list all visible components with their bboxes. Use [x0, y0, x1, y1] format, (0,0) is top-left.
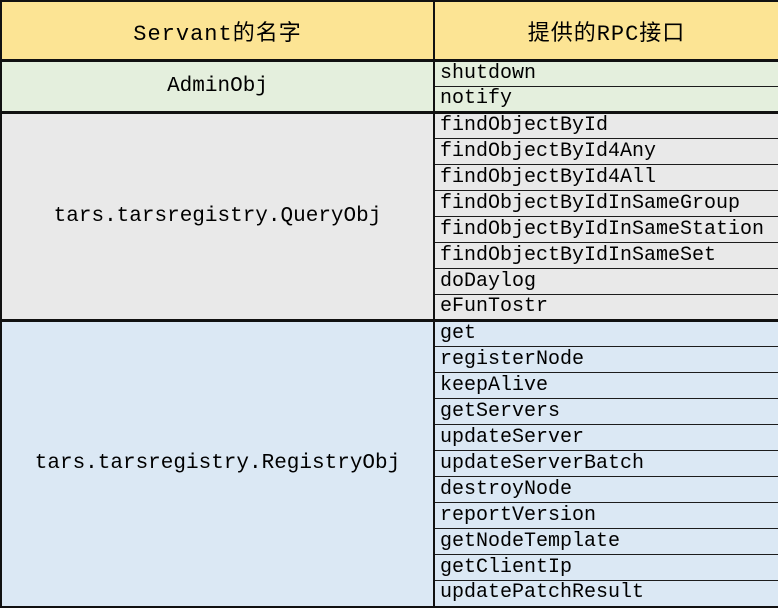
- table-row: eFunTostr: [1, 294, 778, 321]
- rpc-interface-cell: reportVersion: [434, 502, 778, 529]
- servant-name-cell: tars.tarsregistry.QueryObj: [0, 111, 435, 321]
- table-row: doDaylog: [1, 268, 778, 295]
- table-row: updateServer: [1, 424, 778, 451]
- rpc-interface-cell: shutdown: [434, 59, 778, 87]
- table-row: findObjectById4Any: [1, 138, 778, 165]
- table-row: updatePatchResult: [1, 580, 778, 607]
- table-row: getClientIp: [1, 554, 778, 581]
- table-row: updateServerBatch: [1, 450, 778, 477]
- table-row: findObjectByIdInSameGroup: [1, 190, 778, 217]
- rpc-interface-cell: updateServerBatch: [434, 450, 778, 477]
- rpc-interface-cell: get: [434, 319, 778, 347]
- rpc-interface-cell: findObjectByIdInSameGroup: [434, 190, 778, 217]
- rpc-interface-cell: findObjectByIdInSameStation: [434, 216, 778, 243]
- rpc-interface-cell: destroyNode: [434, 476, 778, 503]
- table-row: findObjectByIdInSameStation: [1, 216, 778, 243]
- rpc-interface-cell: getClientIp: [434, 554, 778, 581]
- table-row: destroyNode: [1, 476, 778, 503]
- table-row: notify: [1, 86, 778, 113]
- rpc-interface-cell: updatePatchResult: [434, 580, 778, 607]
- rpc-interface-cell: doDaylog: [434, 268, 778, 295]
- servant-name-cell: AdminObj: [0, 59, 435, 113]
- table-row: registerNode: [1, 346, 778, 373]
- table-row: findObjectById4All: [1, 164, 778, 191]
- table-row: findObjectByIdInSameSet: [1, 242, 778, 269]
- table-row: getServers: [1, 398, 778, 425]
- rpc-interface-cell: getNodeTemplate: [434, 528, 778, 555]
- rpc-interface-cell: getServers: [434, 398, 778, 425]
- table-header: Servant的名字 提供的RPC接口: [0, 0, 778, 62]
- table-row: reportVersion: [1, 502, 778, 529]
- table-row: keepAlive: [1, 372, 778, 399]
- rpc-interface-cell: keepAlive: [434, 372, 778, 399]
- header-servant-name: Servant的名字: [0, 0, 435, 62]
- rpc-interface-cell: eFunTostr: [434, 294, 778, 321]
- rpc-interface-cell: updateServer: [434, 424, 778, 451]
- servant-name-cell: tars.tarsregistry.RegistryObj: [0, 319, 435, 607]
- table-row: getNodeTemplate: [1, 528, 778, 555]
- rpc-interface-cell: findObjectByIdInSameSet: [434, 242, 778, 269]
- rpc-interface-cell: findObjectById4All: [434, 164, 778, 191]
- header-rpc-interfaces: 提供的RPC接口: [433, 0, 778, 62]
- header-row: Servant的名字 提供的RPC接口: [0, 0, 778, 62]
- rpc-interface-cell: notify: [434, 86, 778, 113]
- rpc-interface-cell: registerNode: [434, 346, 778, 373]
- rpc-interface-cell: findObjectById4Any: [434, 138, 778, 165]
- rpc-interface-cell: findObjectById: [434, 111, 778, 139]
